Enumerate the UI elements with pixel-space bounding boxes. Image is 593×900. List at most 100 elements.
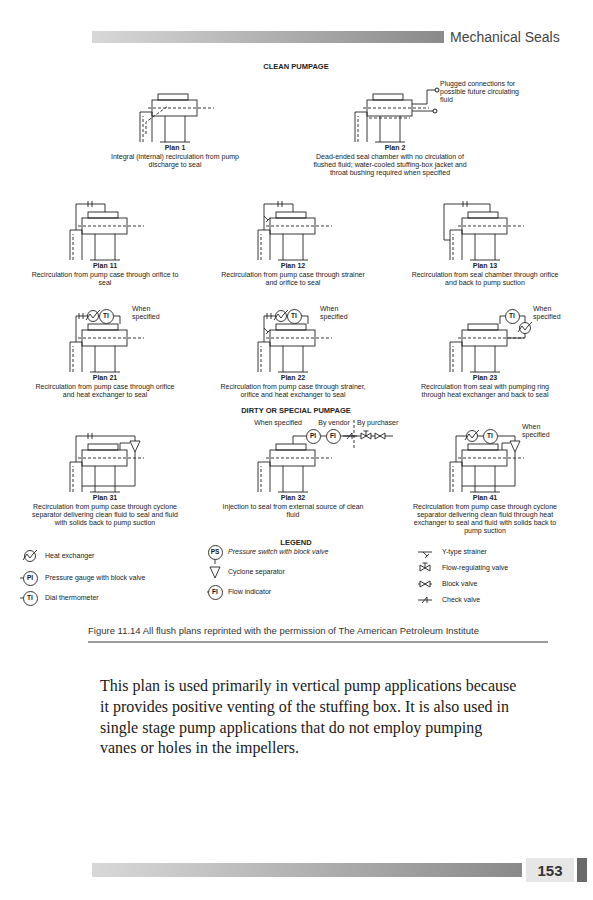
bracket-foot bbox=[278, 260, 308, 261]
note: Plugged connections for possible future … bbox=[440, 80, 532, 104]
valve-symbol bbox=[375, 433, 385, 439]
valve-symbol bbox=[420, 581, 430, 587]
note: When specified bbox=[320, 305, 356, 321]
orifice-symbol bbox=[267, 313, 271, 319]
shaft-centerline bbox=[78, 226, 144, 227]
pump-casing bbox=[450, 462, 462, 492]
plan-description: Recirculation from pump case through cyc… bbox=[30, 503, 180, 527]
shaft-centerline bbox=[148, 108, 214, 109]
pump-casing bbox=[70, 462, 82, 492]
instrument-circle: FI bbox=[208, 585, 223, 600]
gland bbox=[158, 94, 188, 100]
instrument-circle: TI bbox=[483, 429, 498, 444]
caption-rule bbox=[88, 642, 548, 643]
instrument-circle-outline bbox=[23, 571, 37, 585]
valve-stem bbox=[423, 563, 428, 568]
bracket-foot bbox=[470, 260, 500, 261]
bracket bbox=[303, 466, 304, 492]
bracket bbox=[95, 346, 96, 372]
instrument-circle-outline bbox=[99, 309, 113, 323]
internal-passage bbox=[146, 106, 168, 134]
casing-wall bbox=[73, 346, 74, 372]
strainer-symbol bbox=[264, 328, 270, 334]
bracket bbox=[380, 116, 381, 142]
gland bbox=[468, 212, 498, 218]
bracket-foot bbox=[90, 260, 120, 261]
bracket bbox=[95, 234, 96, 260]
instrument-circle: TI bbox=[287, 309, 302, 324]
legend-text: Block valve bbox=[442, 580, 592, 588]
legend-text: Heat exchanger bbox=[45, 552, 195, 560]
instrument-circle-outline bbox=[208, 545, 222, 559]
strainer-symbol bbox=[264, 216, 270, 222]
pump-casing bbox=[70, 342, 82, 372]
casing-wall bbox=[73, 466, 74, 492]
orifice-symbol bbox=[79, 313, 83, 319]
plan-description: Injection to seal from external source o… bbox=[218, 503, 368, 519]
body-text: This plan is used primarily in vertical … bbox=[100, 676, 520, 759]
section-heading: CLEAN PUMPAGE bbox=[206, 63, 386, 72]
cyclone-separator-symbol bbox=[210, 567, 220, 578]
bracket bbox=[475, 346, 476, 372]
note: When specified bbox=[533, 305, 569, 321]
instrument-circle: TI bbox=[99, 309, 114, 324]
shaft-centerline bbox=[363, 108, 429, 109]
plugged-connection bbox=[412, 90, 435, 104]
pipe bbox=[76, 316, 120, 342]
gland bbox=[276, 324, 306, 330]
plan-name: Plan 22 bbox=[233, 374, 353, 382]
pump-casing bbox=[258, 342, 270, 372]
bracket bbox=[475, 466, 476, 492]
pipe bbox=[502, 443, 510, 450]
casing-wall bbox=[73, 234, 74, 260]
pipe bbox=[264, 204, 293, 230]
footer-bar bbox=[92, 863, 522, 877]
instrument-circle: FI bbox=[326, 429, 341, 444]
pipe bbox=[264, 316, 308, 342]
orifice-symbol bbox=[88, 201, 92, 207]
bracket bbox=[115, 466, 116, 492]
pump-casing bbox=[258, 462, 270, 492]
bracket bbox=[115, 234, 116, 260]
shaft-centerline bbox=[266, 226, 332, 227]
note: By vendor bbox=[316, 419, 352, 427]
gland bbox=[276, 444, 306, 450]
switch-stem bbox=[215, 559, 216, 564]
plan-name: Plan 1 bbox=[115, 144, 235, 152]
shaft-centerline bbox=[266, 338, 332, 339]
plan-description: Recirculation from pump case through cyc… bbox=[410, 503, 560, 535]
legend-text: Pressure switch with block valve bbox=[228, 548, 378, 556]
plan-name: Plan 23 bbox=[425, 374, 545, 382]
instrument-circle: PI bbox=[306, 429, 321, 444]
plan-description: Recirculation from pump case through str… bbox=[218, 271, 368, 287]
bracket-foot bbox=[470, 492, 500, 493]
bracket bbox=[283, 466, 284, 492]
plan-description: Recirculation from pump case through ori… bbox=[30, 383, 180, 399]
instrument-circle: PS bbox=[208, 545, 223, 560]
legend-text: Check valve bbox=[442, 596, 592, 604]
bracket bbox=[303, 234, 304, 260]
heat-exchanger-coil bbox=[86, 310, 100, 320]
bracket bbox=[115, 346, 116, 372]
bracket bbox=[165, 116, 166, 142]
casing-wall bbox=[453, 234, 454, 260]
pump-casing bbox=[450, 230, 462, 260]
legend-text: Pressure gauge with block valve bbox=[45, 574, 195, 582]
instrument-circle: TI bbox=[505, 309, 520, 324]
heat-exchanger-coil bbox=[465, 430, 479, 440]
plan-name: Plan 12 bbox=[233, 262, 353, 270]
pipe bbox=[76, 204, 105, 230]
legend-heading: LEGEND bbox=[246, 539, 346, 548]
strainer-symbol bbox=[418, 552, 432, 558]
bracket-foot bbox=[278, 372, 308, 373]
page-number: 153 bbox=[526, 861, 574, 881]
pipe bbox=[444, 204, 490, 240]
instrument-tag: TI bbox=[99, 309, 114, 320]
plan-name: Plan 41 bbox=[425, 494, 545, 502]
check-valve-symbol bbox=[343, 433, 357, 439]
page-tab bbox=[577, 858, 587, 882]
heat-exchanger-coil bbox=[274, 310, 288, 320]
check-valve-symbol bbox=[418, 597, 432, 603]
bracket-foot bbox=[90, 492, 120, 493]
